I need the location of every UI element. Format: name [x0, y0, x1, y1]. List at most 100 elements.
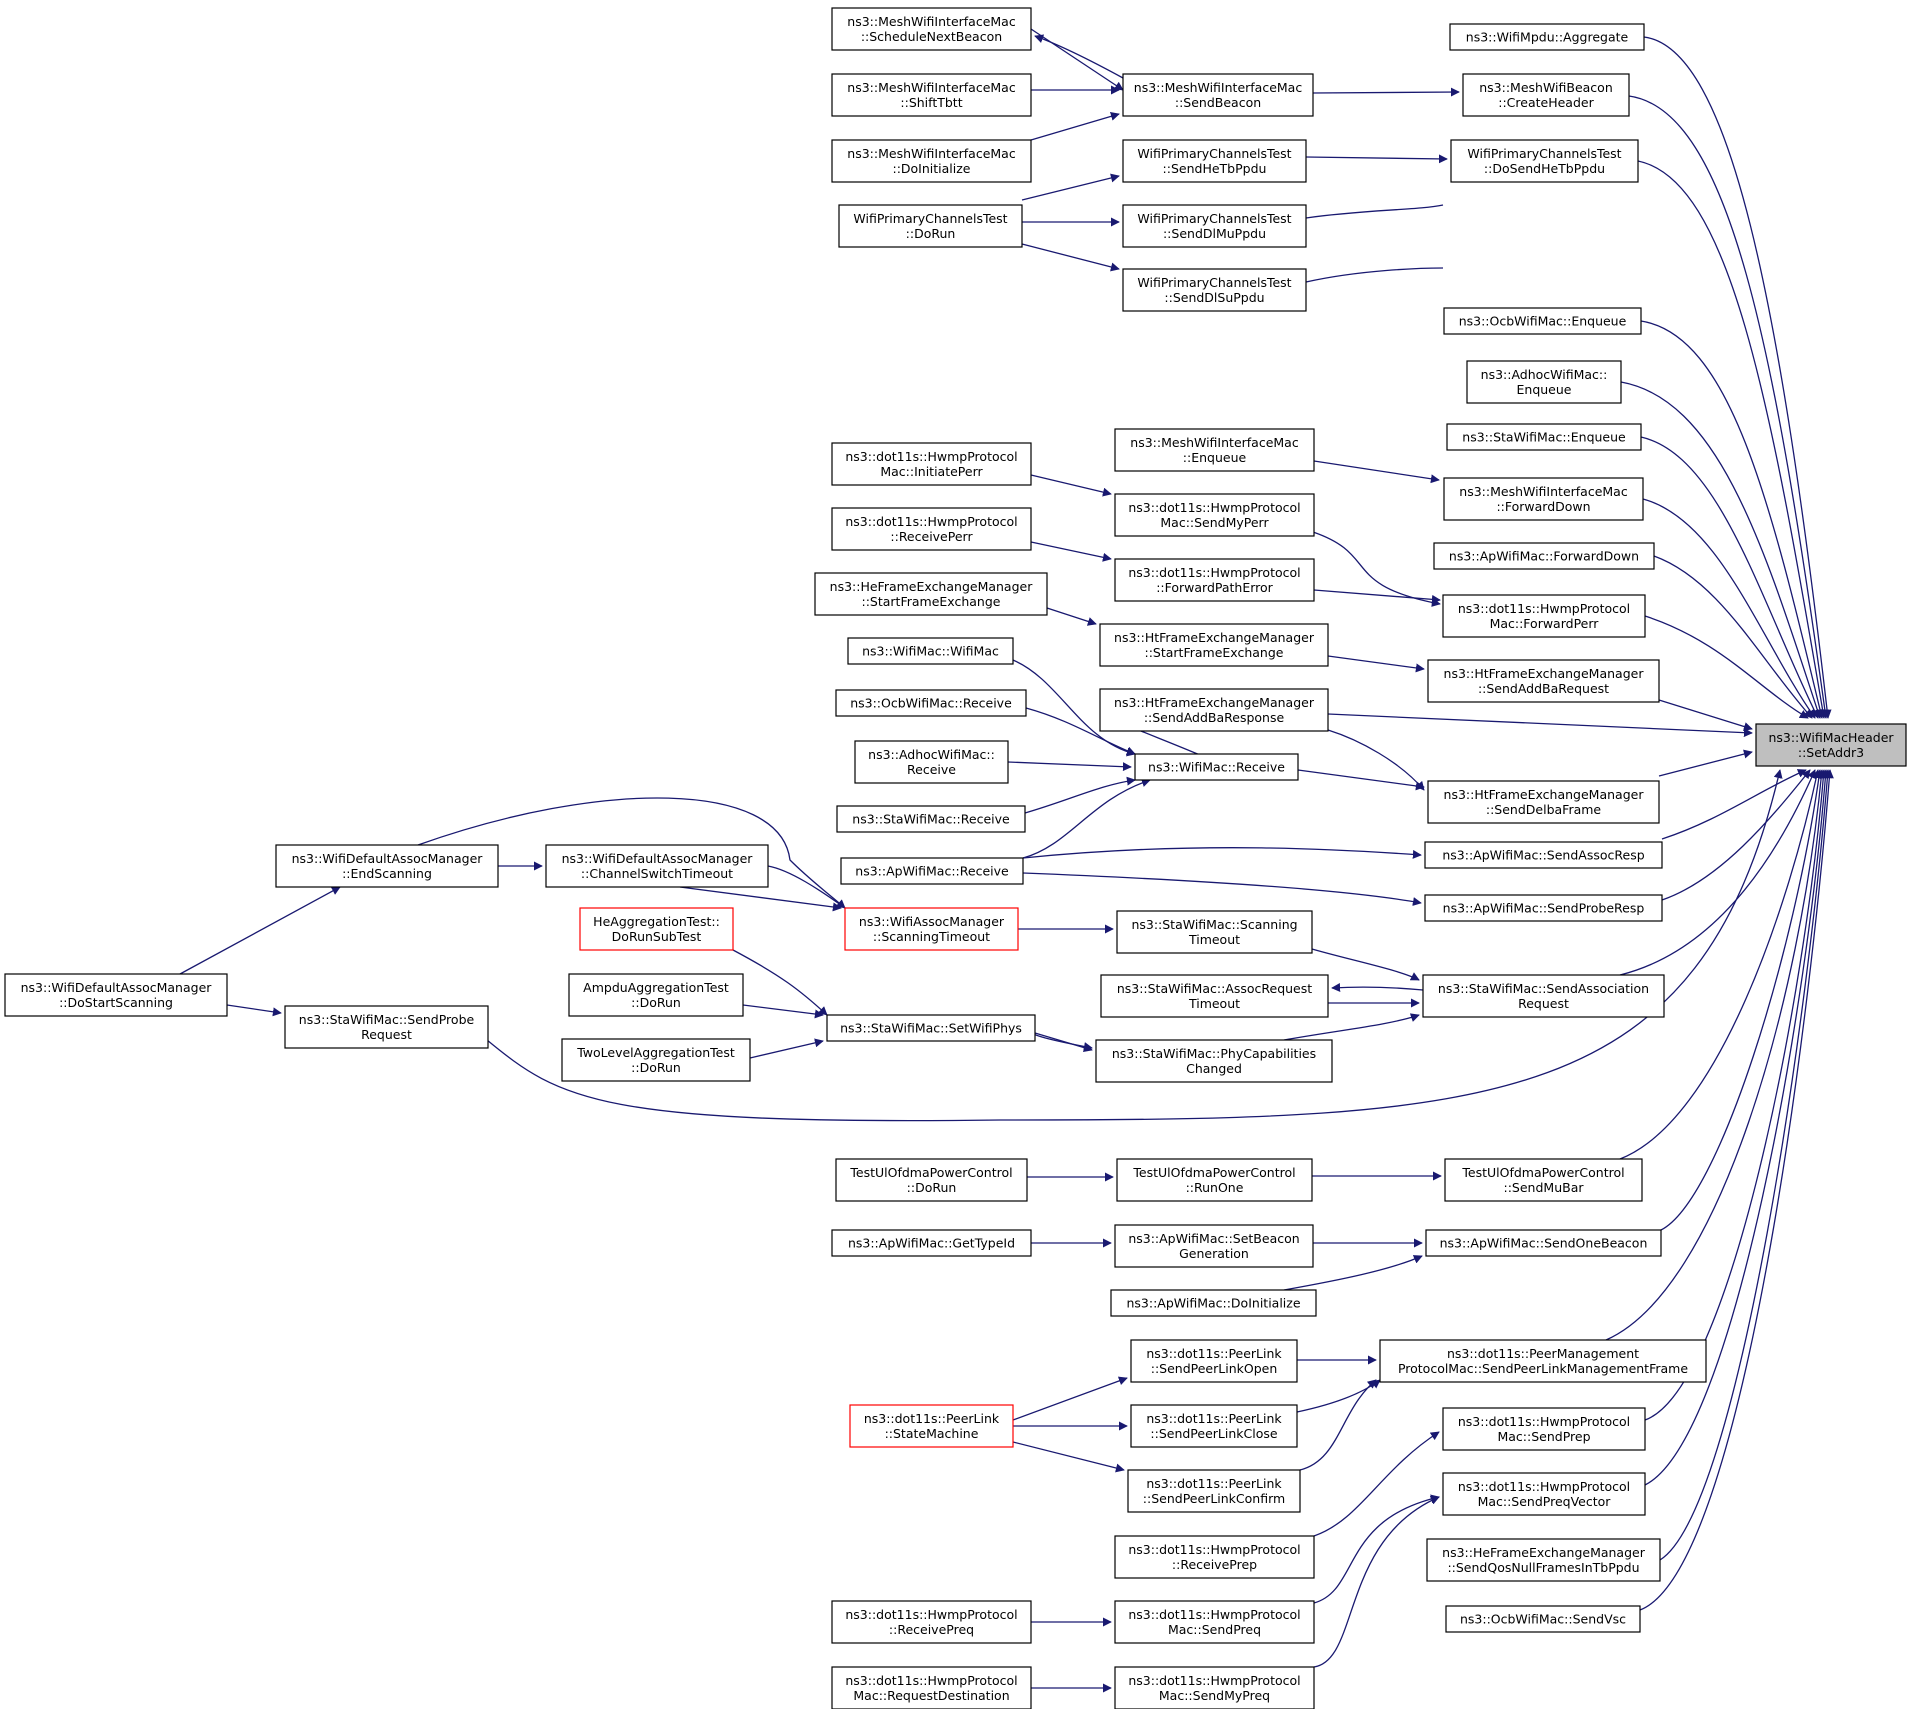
function-node-meshshifttbtt[interactable]: ns3::MeshWifiInterfaceMac::ShiftTbtt [831, 73, 1032, 117]
function-node-defchswitchtimeout[interactable]: ns3::WifiDefaultAssocManager::ChannelSwi… [545, 844, 769, 888]
function-node-apreceive[interactable]: ns3::ApWifiMac::Receive [840, 857, 1024, 885]
function-node-ultestdorun[interactable]: TestUlOfdmaPowerControl::DoRun [835, 1158, 1028, 1202]
function-node-aggregate[interactable]: ns3::WifiMpdu::Aggregate [1449, 23, 1645, 51]
function-node-adhocreceive[interactable]: ns3::AdhocWifiMac::Receive [854, 740, 1009, 784]
function-node-ocbreceive[interactable]: ns3::OcbWifiMac::Receive [835, 689, 1027, 717]
function-node-twolevelaggdorun[interactable]: TwoLevelAggregationTest::DoRun [561, 1038, 751, 1082]
function-node-defdostartscanning[interactable]: ns3::WifiDefaultAssocManager::DoStartSca… [4, 973, 228, 1017]
function-node-plsendclose[interactable]: ns3::dot11s::PeerLink::SendPeerLinkClose [1130, 1404, 1298, 1448]
function-node-plsendopen[interactable]: ns3::dot11s::PeerLink::SendPeerLinkOpen [1130, 1339, 1298, 1383]
function-node-ampduaggdorun[interactable]: AmpduAggregationTest::DoRun [568, 973, 744, 1017]
node-label: ns3::StaWifiMac::SendAssociation [1438, 981, 1649, 996]
node-box [1427, 659, 1660, 703]
function-node-hestartfe[interactable]: ns3::HeFrameExchangeManager::StartFrameE… [814, 572, 1048, 616]
function-node-meshdoinit[interactable]: ns3::MeshWifiInterfaceMac::DoInitialize [831, 139, 1032, 183]
function-node-sendpreqvector[interactable]: ns3::dot11s::HwmpProtocolMac::SendPreqVe… [1442, 1472, 1646, 1516]
function-node-meshsendbeacon[interactable]: ns3::MeshWifiInterfaceMac::SendBeacon [1122, 73, 1314, 117]
function-node-sendaddbareq[interactable]: ns3::HtFrameExchangeManager::SendAddBaRe… [1427, 659, 1660, 703]
call-edge [1025, 707, 1136, 756]
function-node-stascantimeout[interactable]: ns3::StaWifiMac::ScanningTimeout [1116, 910, 1313, 954]
node-box [1127, 1469, 1301, 1513]
function-node-heaggdorunsub[interactable]: HeAggregationTest::DoRunSubTest [579, 907, 734, 951]
function-node-sendonebeacon[interactable]: ns3::ApWifiMac::SendOneBeacon [1425, 1229, 1662, 1257]
function-node-ulrunone[interactable]: TestUlOfdmaPowerControl::RunOne [1116, 1158, 1313, 1202]
function-node-wpctdorun[interactable]: WifiPrimaryChannelsTest::DoRun [838, 204, 1023, 248]
node-label: ::SendDelbaFrame [1486, 802, 1602, 817]
call-edge [1331, 983, 1424, 993]
function-node-meshschednext[interactable]: ns3::MeshWifiInterfaceMac::ScheduleNextB… [831, 7, 1032, 51]
function-node-ocbenqueue[interactable]: ns3::OcbWifiMac::Enqueue [1443, 307, 1642, 335]
node-label: WifiPrimaryChannelsTest [1137, 211, 1291, 226]
function-node-senddlsu[interactable]: WifiPrimaryChannelsTest::SendDlSuPpdu [1122, 268, 1307, 312]
function-node-fwdperr[interactable]: ns3::dot11s::HwmpProtocolMac::ForwardPer… [1442, 594, 1646, 638]
node-box [1116, 1158, 1313, 1202]
function-node-initiateperr[interactable]: ns3::dot11s::HwmpProtocolMac::InitiatePe… [831, 442, 1032, 486]
call-edge [1628, 95, 1830, 719]
call-edge [1658, 699, 1753, 731]
function-node-sendassocresp[interactable]: ns3::ApWifiMac::SendAssocResp [1424, 841, 1663, 869]
node-label: ns3::StaWifiMac::Enqueue [1462, 430, 1626, 445]
call-edge [1030, 541, 1112, 562]
function-node-sendmubar[interactable]: TestUlOfdmaPowerControl::SendMuBar [1444, 1158, 1643, 1202]
call-edge [226, 1004, 282, 1017]
node-box [1450, 139, 1639, 183]
function-node-receiveperr[interactable]: ns3::dot11s::HwmpProtocol::ReceivePerr [831, 507, 1032, 551]
function-node-fwdpatherror[interactable]: ns3::dot11s::HwmpProtocol::ForwardPathEr… [1114, 558, 1315, 602]
function-node-hwmprecvprep[interactable]: ns3::dot11s::HwmpProtocol::ReceivePrep [1114, 1535, 1315, 1579]
function-node-plstatemachine[interactable]: ns3::dot11s::PeerLink::StateMachine [849, 1404, 1014, 1448]
node-box [1442, 1407, 1646, 1451]
function-node-staenqueue[interactable]: ns3::StaWifiMac::Enqueue [1446, 423, 1642, 451]
function-node-sendaddbaresp[interactable]: ns3::HtFrameExchangeManager::SendAddBaRe… [1099, 688, 1329, 732]
node-label: ::SendMuBar [1504, 1180, 1585, 1195]
function-node-assocscantimeout[interactable]: ns3::WifiAssocManager::ScanningTimeout [844, 907, 1019, 951]
function-node-sendqosnull[interactable]: ns3::HeFrameExchangeManager::SendQosNull… [1426, 1538, 1661, 1582]
node-label: ns3::dot11s::HwmpProtocol [1128, 1673, 1300, 1688]
call-edge [1644, 615, 1809, 719]
function-node-hwmpreqdest[interactable]: ns3::dot11s::HwmpProtocolMac::RequestDes… [831, 1666, 1032, 1709]
function-node-apgettypeid[interactable]: ns3::ApWifiMac::GetTypeId [831, 1229, 1032, 1257]
function-node-createheader[interactable]: ns3::MeshWifiBeacon::CreateHeader [1462, 73, 1630, 117]
function-node-hwmprecvpreq[interactable]: ns3::dot11s::HwmpProtocol::ReceivePreq [831, 1600, 1032, 1644]
function-node-stareceive[interactable]: ns3::StaWifiMac::Receive [836, 805, 1026, 833]
function-node-htstartfe[interactable]: ns3::HtFrameExchangeManager::StartFrameE… [1099, 623, 1329, 667]
function-node-meshenqueue[interactable]: ns3::MeshWifiInterfaceMac::Enqueue [1114, 428, 1315, 472]
node-box [1425, 1229, 1662, 1257]
node-label: ns3::WifiDefaultAssocManager [562, 851, 754, 866]
node-box [1122, 73, 1314, 117]
function-node-sendhetb[interactable]: WifiPrimaryChannelsTest::SendHeTbPpdu [1122, 139, 1307, 183]
function-node-sendpeerlinkmgmt[interactable]: ns3::dot11s::PeerManagementProtocolMac::… [1379, 1339, 1707, 1383]
function-node-sendproberesp[interactable]: ns3::ApWifiMac::SendProbeResp [1424, 894, 1663, 922]
call-edge [1661, 769, 1811, 901]
call-edge [1034, 1032, 1093, 1052]
function-node-apdoinit[interactable]: ns3::ApWifiMac::DoInitialize [1110, 1289, 1317, 1317]
function-node-apfwddown[interactable]: ns3::ApWifiMac::ForwardDown [1433, 542, 1655, 570]
function-node-sendvsc[interactable]: ns3::OcbWifiMac::SendVsc [1445, 1605, 1641, 1633]
function-node-adhocenqueue[interactable]: ns3::AdhocWifiMac::Enqueue [1466, 360, 1622, 404]
function-node-setaddr3[interactable]: ns3::WifiMacHeader::SetAddr3 [1755, 723, 1907, 767]
function-node-meshfwddown[interactable]: ns3::MeshWifiInterfaceMac::ForwardDown [1443, 477, 1644, 521]
function-node-wifimacctor[interactable]: ns3::WifiMac::WifiMac [847, 637, 1014, 665]
node-label: DoRunSubTest [612, 929, 702, 944]
function-node-dosendhetb[interactable]: WifiPrimaryChannelsTest::DoSendHeTbPpdu [1450, 139, 1639, 183]
node-label: ns3::WifiMacHeader [1768, 730, 1894, 745]
call-edge [1283, 1013, 1420, 1041]
function-node-senddelba[interactable]: ns3::HtFrameExchangeManager::SendDelbaFr… [1427, 780, 1660, 824]
node-label: ns3::MeshWifiBeacon [1479, 80, 1613, 95]
function-node-senddlmu[interactable]: WifiPrimaryChannelsTest::SendDlMuPpdu [1122, 204, 1307, 248]
function-node-defendscanning[interactable]: ns3::WifiDefaultAssocManager::EndScannin… [275, 844, 499, 888]
node-box [561, 1038, 751, 1082]
node-label: ns3::ApWifiMac::SetBeacon [1128, 1231, 1299, 1246]
function-node-plsendconfirm[interactable]: ns3::dot11s::PeerLink::SendPeerLinkConfi… [1127, 1469, 1301, 1513]
function-node-stasetwifiphys[interactable]: ns3::StaWifiMac::SetWifiPhys [826, 1014, 1036, 1042]
function-node-wifimacreceive[interactable]: ns3::WifiMac::Receive [1134, 753, 1299, 781]
